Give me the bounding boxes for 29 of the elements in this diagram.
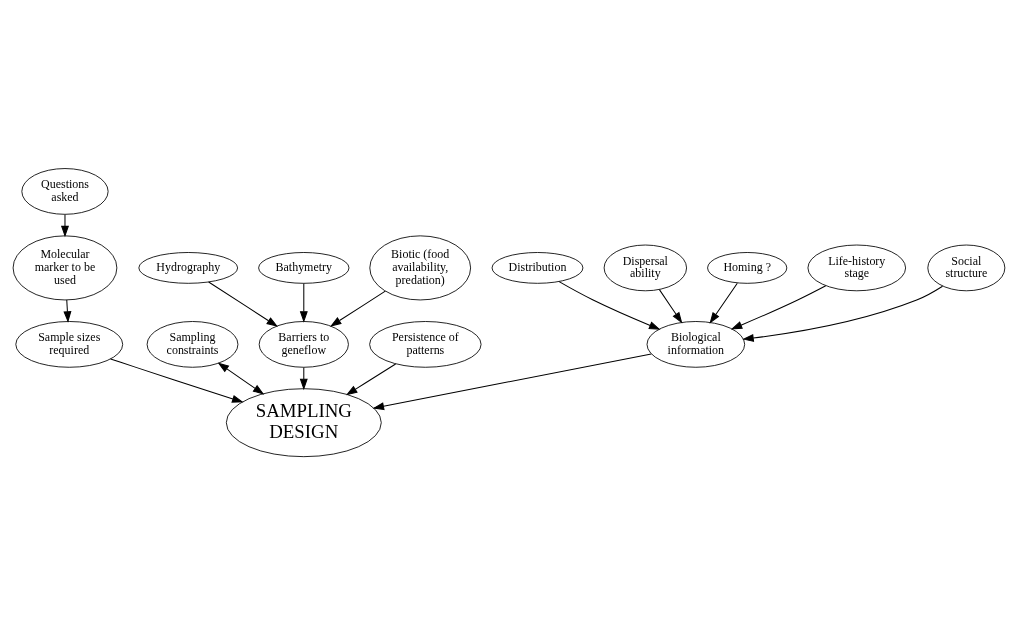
node-ellipse: Sample sizes required bbox=[15, 320, 124, 368]
arrow bbox=[730, 284, 827, 329]
node-ellipse: Distribution bbox=[491, 251, 584, 284]
node-ellipse: Biotic (food availability, predation) bbox=[369, 234, 472, 300]
arrow bbox=[709, 282, 738, 324]
arrow bbox=[372, 352, 652, 410]
arrow bbox=[299, 282, 308, 323]
arrow bbox=[217, 362, 265, 395]
arrow bbox=[330, 290, 386, 327]
arrow bbox=[299, 366, 308, 390]
node-ellipse: Bathymetry bbox=[258, 251, 350, 284]
arrow bbox=[208, 280, 278, 327]
arrow bbox=[110, 357, 244, 403]
arrow bbox=[558, 280, 661, 330]
node-ellipse: Sampling constraints bbox=[146, 320, 239, 368]
node-ellipse: Dispersal ability bbox=[603, 244, 687, 291]
arrow bbox=[345, 362, 397, 395]
node-ellipse: Social structure bbox=[927, 244, 1006, 291]
arrow bbox=[742, 285, 944, 342]
arrow bbox=[63, 299, 72, 323]
node-ellipse: Barriers to geneflow bbox=[258, 320, 349, 368]
arrow bbox=[60, 213, 69, 237]
node-ellipse: Homing ? bbox=[707, 251, 788, 284]
node-ellipse: Hydrography bbox=[138, 251, 239, 284]
node-ellipse: Life-history stage bbox=[807, 244, 907, 291]
node-ellipse: Questions asked bbox=[21, 167, 109, 215]
node-ellipse: Persistence of patterns bbox=[369, 320, 482, 368]
node-ellipse: Molecular marker to be used bbox=[12, 234, 118, 300]
arrow bbox=[658, 288, 683, 324]
